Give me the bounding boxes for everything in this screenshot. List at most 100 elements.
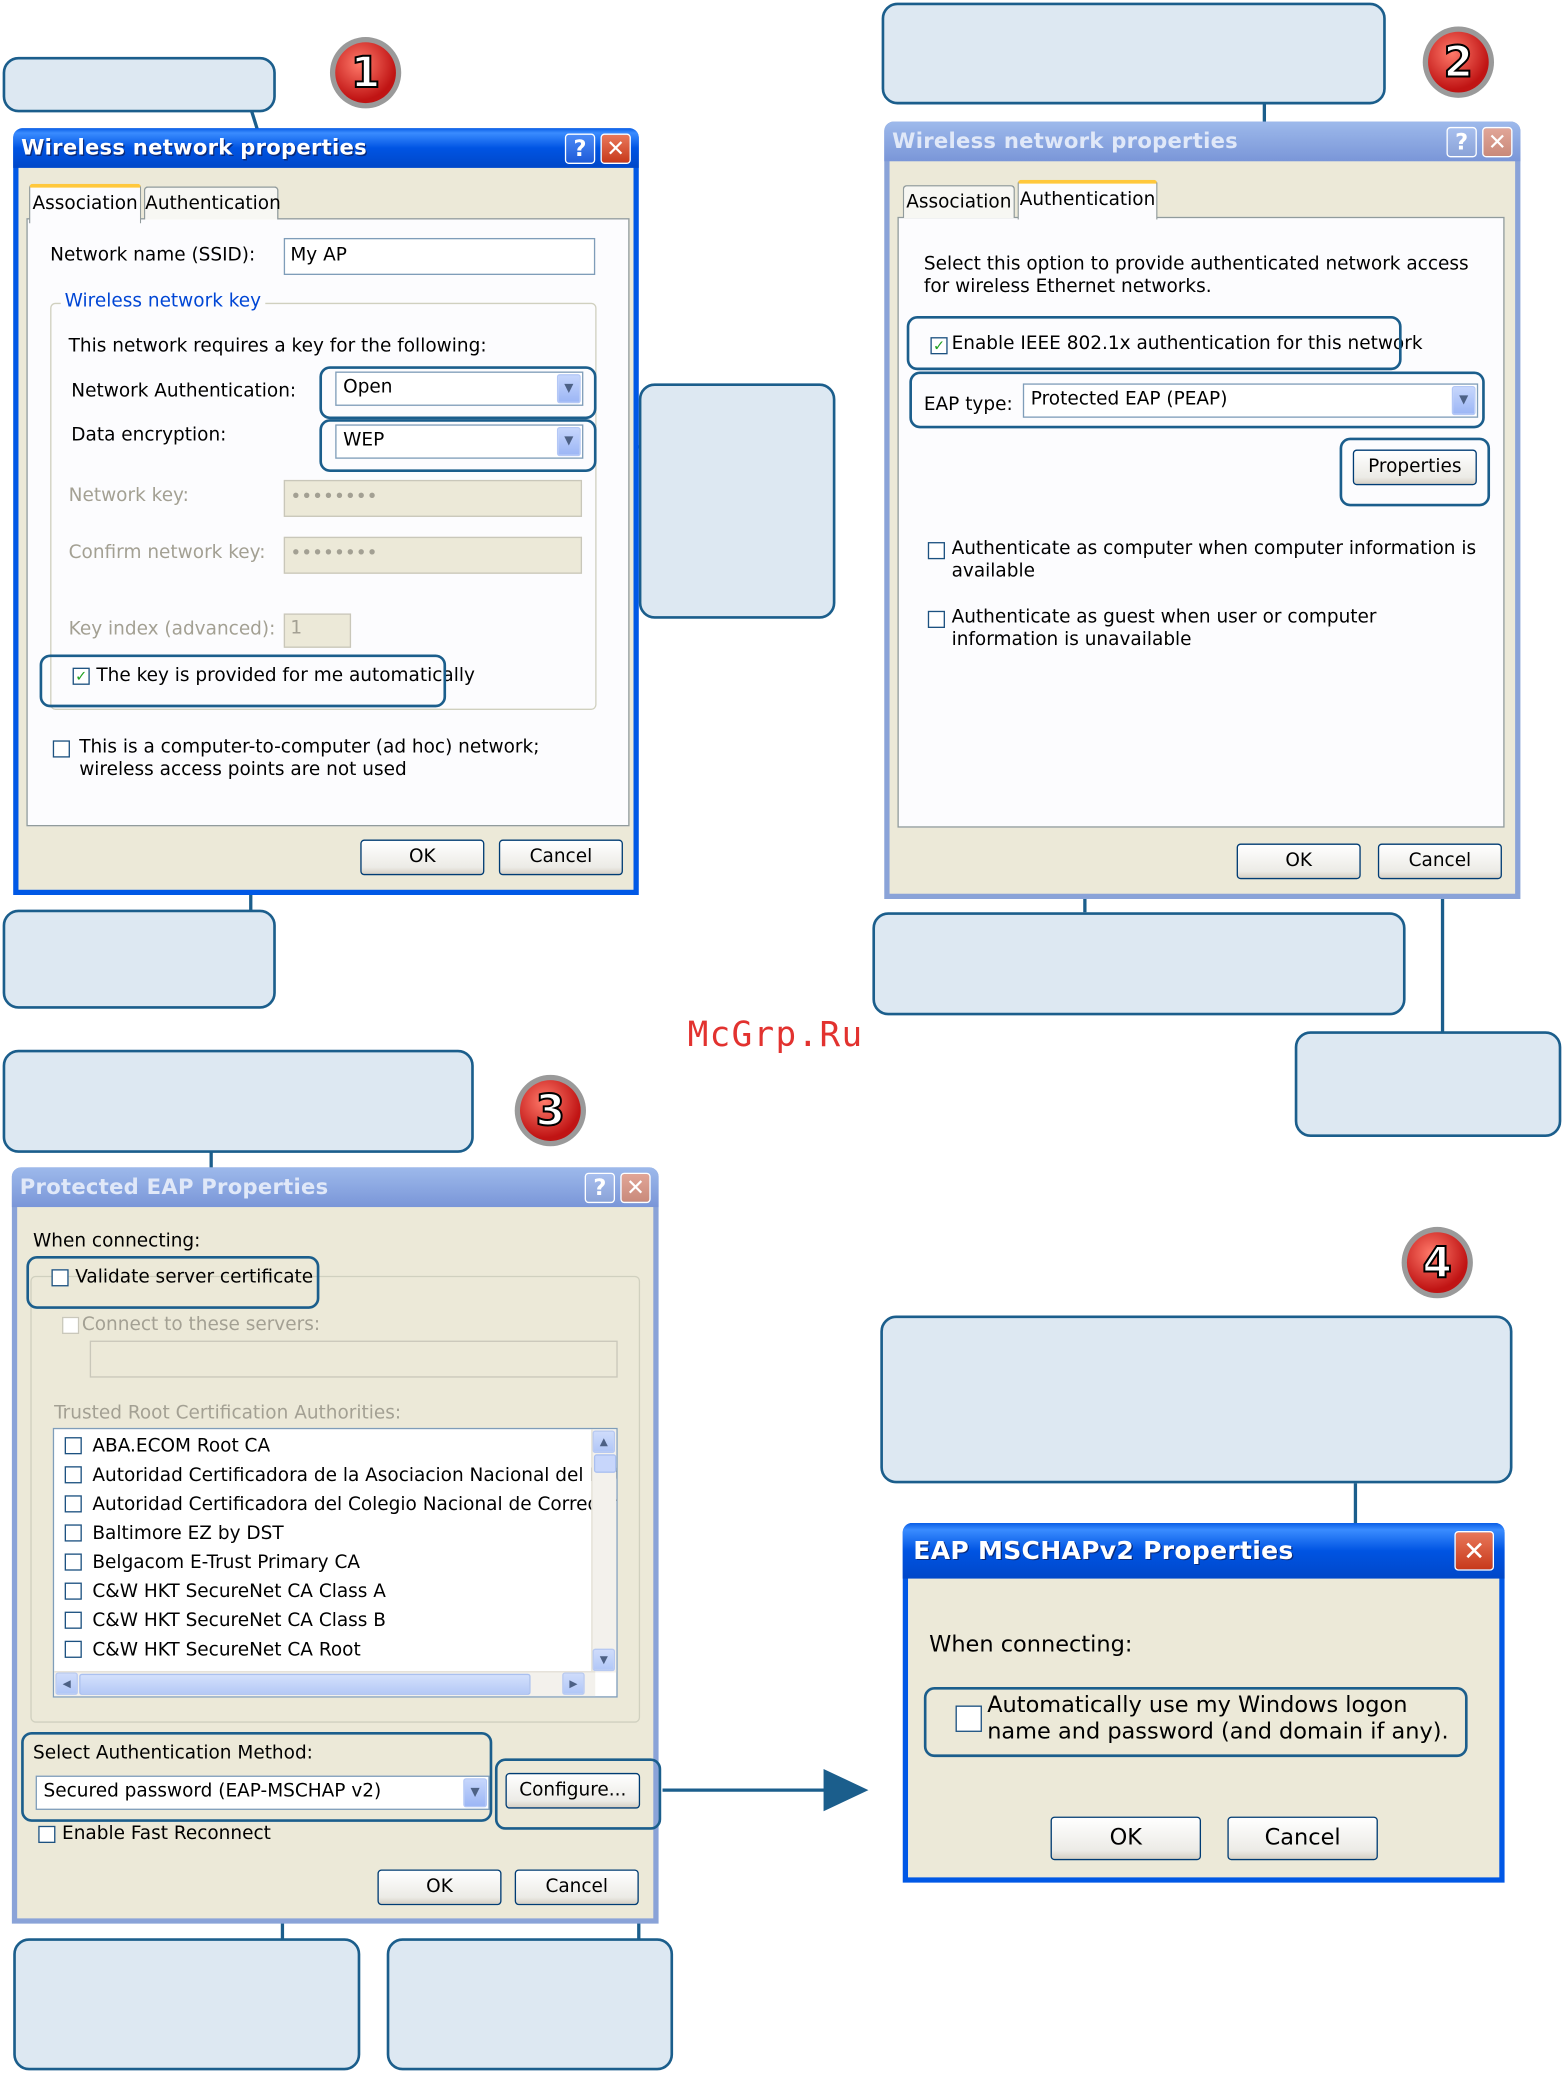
ca-checkbox[interactable]	[64, 1524, 82, 1542]
horizontal-scrollbar[interactable]: ◀ ▶	[54, 1671, 596, 1697]
list-item[interactable]: ABA.ECOM Root CA	[64, 1436, 270, 1457]
adhoc-checkbox[interactable]	[52, 740, 70, 758]
validate-cert-checkbox[interactable]	[51, 1269, 69, 1287]
tab-authentication[interactable]: Authentication	[143, 186, 281, 220]
dialog-wireless-association: Wireless network properties ? ✕ Associat…	[13, 128, 639, 896]
help-icon[interactable]: ?	[584, 1172, 616, 1204]
data-encryption-value: WEP	[343, 429, 385, 451]
requires-key-text: This network requires a key for the foll…	[68, 335, 487, 357]
enable-8021x-checkbox[interactable]: ✓	[930, 337, 948, 355]
list-item[interactable]: Autoridad Certificadora de la Asociacion…	[64, 1464, 618, 1487]
ca-checkbox[interactable]	[64, 1437, 82, 1455]
list-item[interactable]: Autoridad Certificadora del Colegio Naci…	[64, 1493, 618, 1516]
scroll-down-icon[interactable]: ▼	[592, 1648, 616, 1672]
window-title: EAP MSCHAPv2 Properties	[913, 1536, 1294, 1566]
properties-button[interactable]: Properties	[1352, 449, 1477, 486]
ok-button[interactable]: OK	[360, 839, 485, 876]
network-name-input[interactable]: My AP	[283, 237, 596, 275]
cancel-button[interactable]: Cancel	[514, 1869, 639, 1906]
ca-checkbox[interactable]	[64, 1495, 82, 1513]
chevron-down-icon[interactable]: ▼	[556, 374, 581, 404]
badge-number: 3	[536, 1086, 565, 1135]
auto-key-checkbox[interactable]: ✓	[72, 667, 90, 685]
list-item[interactable]: Belgacom E-Trust Primary CA	[64, 1552, 360, 1573]
cancel-button[interactable]: Cancel	[498, 839, 623, 876]
highlight-configure	[494, 1758, 662, 1830]
chevron-down-icon[interactable]: ▼	[1451, 386, 1476, 416]
eap-type-value: Protected EAP (PEAP)	[1030, 388, 1228, 410]
highlight-enable-8021x	[906, 315, 1402, 371]
ok-button[interactable]: OK	[377, 1869, 502, 1906]
ca-checkbox[interactable]	[64, 1640, 82, 1658]
auto-logon-checkbox[interactable]	[955, 1705, 982, 1732]
callout-box-1a	[2, 56, 276, 113]
window-title: Protected EAP Properties	[19, 1174, 329, 1200]
list-item[interactable]: C&W HKT SecureNet CA Class B	[64, 1610, 386, 1631]
title-bar: Protected EAP Properties ? ✕	[11, 1167, 659, 1208]
highlight-data-encryption	[319, 419, 597, 472]
key-index-spinner[interactable]: 1	[283, 613, 352, 648]
dialog-body: Association Authentication Network name …	[18, 167, 634, 890]
vertical-scrollbar[interactable]: ▲ ▼	[591, 1429, 617, 1673]
cancel-button[interactable]: Cancel	[1377, 843, 1502, 880]
scroll-thumb[interactable]	[79, 1673, 531, 1695]
ca-name: Autoridad Certificadora de la Asociacion…	[92, 1464, 618, 1487]
auth-guest-checkbox[interactable]	[927, 610, 945, 628]
close-icon[interactable]: ✕	[620, 1172, 651, 1204]
ca-listbox[interactable]: ABA.ECOM Root CA Autoridad Certificadora…	[52, 1427, 618, 1698]
list-item[interactable]: Baltimore EZ by DST	[64, 1523, 284, 1544]
scroll-thumb[interactable]	[593, 1454, 617, 1473]
scroll-left-icon[interactable]: ◀	[55, 1672, 78, 1695]
wireless-key-group	[50, 302, 597, 710]
list-item[interactable]: C&W HKT SecureNet CA Root	[64, 1639, 361, 1661]
ok-button[interactable]: OK	[1050, 1816, 1202, 1861]
auth-method-select[interactable]: Secured password (EAP-MSCHAP v2) ▼	[35, 1775, 490, 1810]
highlight-auto-logon	[923, 1686, 1468, 1758]
servers-input[interactable]	[89, 1340, 618, 1378]
auto-logon-label: Automatically use my Windows logon name …	[987, 1692, 1449, 1746]
when-connecting-label: When connecting:	[929, 1631, 1133, 1658]
callout-box-3b	[13, 1938, 361, 2071]
eap-type-select[interactable]: Protected EAP (PEAP) ▼	[1022, 383, 1479, 418]
chevron-down-icon[interactable]: ▼	[463, 1778, 488, 1808]
window-title: Wireless network properties	[21, 134, 367, 160]
tab-authentication[interactable]: Authentication	[1017, 179, 1158, 220]
close-icon[interactable]: ✕	[1454, 1530, 1495, 1571]
ca-name: Autoridad Certificadora del Colegio Naci…	[92, 1493, 618, 1516]
close-icon[interactable]: ✕	[1482, 126, 1513, 158]
network-key-input[interactable]: ••••••••	[283, 479, 583, 517]
window-title: Wireless network properties	[892, 128, 1239, 154]
dialog-body: When connecting: Validate server certifi…	[17, 1207, 654, 1919]
configure-button[interactable]: Configure...	[505, 1772, 641, 1809]
network-auth-label: Network Authentication:	[71, 380, 297, 402]
close-icon[interactable]: ✕	[600, 133, 631, 164]
tab-association[interactable]: Association	[902, 185, 1015, 219]
callout-box-3c	[386, 1938, 674, 2071]
list-item[interactable]: C&W HKT SecureNet CA Class A	[64, 1581, 386, 1602]
connect-servers-checkbox[interactable]	[62, 1316, 80, 1334]
help-icon[interactable]: ?	[564, 133, 596, 164]
auth-description: Select this option to provide authentica…	[923, 253, 1469, 298]
ok-button[interactable]: OK	[1236, 843, 1361, 880]
scroll-up-icon[interactable]: ▲	[592, 1430, 616, 1453]
dialog-body: Association Authentication Select this o…	[889, 161, 1516, 894]
network-auth-select[interactable]: Open ▼	[335, 371, 584, 406]
tab-association[interactable]: Association	[29, 183, 142, 224]
tab-panel	[26, 218, 630, 827]
chevron-down-icon[interactable]: ▼	[556, 427, 581, 457]
scroll-right-icon[interactable]: ▶	[562, 1672, 585, 1695]
cancel-button[interactable]: Cancel	[1227, 1816, 1378, 1861]
step-badge-1: 1	[329, 37, 402, 109]
help-icon[interactable]: ?	[1446, 126, 1477, 158]
eap-type-label: EAP type:	[923, 393, 1013, 416]
ca-checkbox[interactable]	[64, 1582, 82, 1600]
title-bar: Wireless network properties ? ✕	[13, 128, 639, 168]
ca-checkbox[interactable]	[64, 1553, 82, 1571]
fast-reconnect-checkbox[interactable]	[38, 1825, 56, 1844]
data-encryption-select[interactable]: WEP ▼	[335, 424, 584, 459]
auth-computer-checkbox[interactable]	[927, 542, 945, 560]
confirm-key-input[interactable]: ••••••••	[283, 536, 583, 574]
ca-checkbox[interactable]	[64, 1466, 82, 1484]
ca-checkbox[interactable]	[64, 1611, 82, 1629]
